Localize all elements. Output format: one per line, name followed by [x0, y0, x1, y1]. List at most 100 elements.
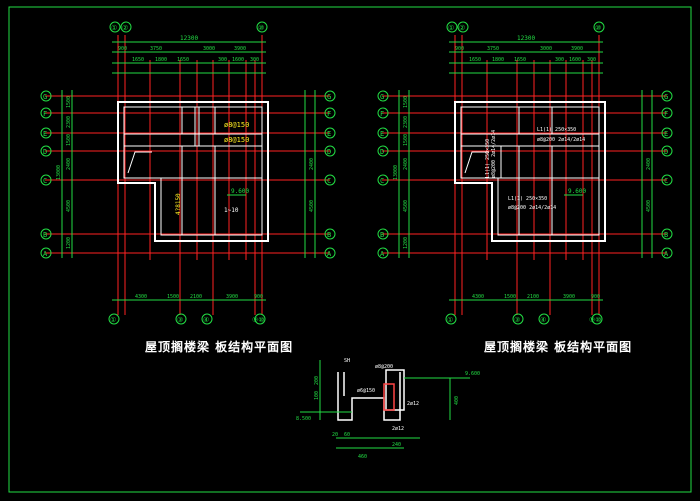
detail-dim-total: 460 [358, 454, 367, 460]
detail-misc: SH [344, 358, 350, 364]
right-dim-sub-2: 1800 [492, 57, 504, 63]
right-dim-side-overall: 13000 [393, 165, 399, 180]
left-axis-G: G [43, 93, 47, 101]
left-dim-side-3: 1500 [66, 134, 72, 146]
left-axis-C: C [43, 177, 47, 185]
right-axis-top-2: ② [459, 24, 465, 32]
right-dim-bot-3: 2100 [527, 294, 539, 300]
left-dim-top-4: 3900 [234, 46, 246, 52]
right-axis-A: A [380, 250, 385, 258]
left-dim-sub-2: 1800 [155, 57, 167, 63]
right-dim-top-1: 900 [455, 46, 464, 52]
left-dim-side-5: 4500 [66, 200, 72, 212]
right-dim-sub-3: 1650 [514, 57, 526, 63]
right-axis-top-1: ① [448, 24, 454, 32]
left-dim-sub-6: 300 [250, 57, 259, 63]
right-beam-label-2: L1(1) 250×350 [485, 139, 491, 178]
right-dim-bot-2: 1500 [504, 294, 516, 300]
right-axis-B: B [380, 231, 384, 239]
left-dim-top-1: 900 [118, 46, 127, 52]
right-dim-side-6: 1200 [403, 237, 409, 249]
left-dim-side-2: 2300 [66, 116, 72, 128]
left-axis-G-r: G [327, 93, 331, 101]
left-axis-D-r: D [327, 148, 331, 156]
right-axis-bot-2: ③ [514, 316, 520, 324]
detail-dim-v2: 200 [314, 376, 320, 385]
detail-rebar-4: 2ø12 [392, 426, 404, 432]
left-slab-label-3: 1~10 [224, 207, 239, 214]
detail-dim-h1: 20 [332, 432, 338, 438]
left-axis-bot-2: ③ [177, 316, 183, 324]
right-dim-bot-5: 900 [591, 294, 600, 300]
left-dim-bot-1: 4300 [135, 294, 147, 300]
left-dim-side-overall: 13000 [56, 165, 62, 180]
left-dim-side-r: 2400 [309, 158, 315, 170]
left-level-label: 9.600 [231, 188, 249, 195]
left-dim-side-4: 2400 [66, 158, 72, 170]
detail-dim-vert: 400 [454, 396, 460, 405]
section-detail: 9.600 8.500 ø8@200 ø6@150 2ø12 2ø12 400 … [296, 358, 480, 460]
left-plan-title: 屋顶搁楼梁 板结构平面图 [145, 340, 294, 354]
right-dim-side-4: 2400 [403, 158, 409, 170]
left-axis-top-1: ① [111, 24, 117, 32]
left-axis-E: E [43, 130, 47, 138]
left-slab-label-2: ø8@150 [224, 136, 249, 144]
right-dim-side-1: 1500 [403, 96, 409, 108]
right-axis-A-r: A [664, 250, 669, 258]
right-beam-label-3b: ø8@200 2ø14/2ø14 [508, 205, 556, 211]
left-slab-label-1: ø8@150 [224, 121, 249, 129]
right-axis-C: C [380, 177, 384, 185]
right-dim-side-r2: 4500 [646, 200, 652, 212]
left-axis-bot-1: ① [110, 316, 116, 324]
right-dim-side-2: 2300 [403, 116, 409, 128]
left-dim-sub-3: 1650 [177, 57, 189, 63]
left-dim-sub-5: 1600 [232, 57, 244, 63]
left-axis-bot-4: ⑨⑩ [252, 316, 265, 324]
left-axis-F: F [43, 110, 47, 118]
right-axis-G: G [380, 93, 384, 101]
left-dim-bot-2: 1500 [167, 294, 179, 300]
left-dim-top-3: 3000 [203, 46, 215, 52]
left-axis-D: D [43, 148, 47, 156]
detail-rebar-1: ø8@200 [375, 364, 393, 370]
right-axis-D: D [380, 148, 384, 156]
left-axis-E-r: E [327, 130, 331, 138]
detail-level-top: 9.600 [465, 371, 480, 377]
right-beam-label-1b: ø8@200 2ø14/2ø14 [537, 137, 585, 143]
right-beam-label-3: L1(1) 250×350 [508, 196, 547, 202]
left-dim-side-6: 1200 [66, 237, 72, 249]
right-axis-D-r: D [664, 148, 668, 156]
right-axis-G-r: G [664, 93, 668, 101]
right-axis-F-r: F [664, 110, 668, 118]
left-dim-top-2: 3750 [150, 46, 162, 52]
right-dim-bot-4: 3900 [563, 294, 575, 300]
left-axis-A: A [43, 250, 48, 258]
right-axis-bot-4: ⑨⑩ [589, 316, 602, 324]
sheet-frame [8, 6, 692, 493]
right-level-label: 9.600 [568, 188, 586, 195]
left-axis-bot-3: ④ [203, 316, 209, 324]
left-dim-sub-1: 1650 [132, 57, 144, 63]
left-dim-overall-top: 12300 [180, 35, 198, 42]
left-beam-label: 4?8150 [175, 193, 182, 215]
left-axis-F-r: F [327, 110, 331, 118]
left-dim-bot-3: 2100 [190, 294, 202, 300]
right-axis-F: F [380, 110, 384, 118]
right-beam-label-1: L1(1) 250×350 [537, 127, 576, 133]
right-beam-label-2b: ø8@200 2ø14/2ø14 [491, 130, 497, 178]
left-axis-B: B [43, 231, 47, 239]
left-axis-A-r: A [327, 250, 332, 258]
left-dim-side-r2: 4500 [309, 200, 315, 212]
right-dim-bot-1: 4300 [472, 294, 484, 300]
right-axis-E: E [380, 130, 384, 138]
left-dim-side-1: 1500 [66, 96, 72, 108]
right-dim-sub-4: 300 [555, 57, 564, 63]
left-dim-bot-5: 900 [254, 294, 263, 300]
right-axis-top-3: ⑩ [595, 24, 601, 32]
right-axis-bot-1: ① [447, 316, 453, 324]
detail-dim-v1: 100 [314, 391, 320, 400]
right-dim-top-3: 3000 [540, 46, 552, 52]
right-plan-title: 屋顶搁楼梁 板结构平面图 [484, 340, 633, 354]
left-axis-top-3: ⑩ [258, 24, 264, 32]
